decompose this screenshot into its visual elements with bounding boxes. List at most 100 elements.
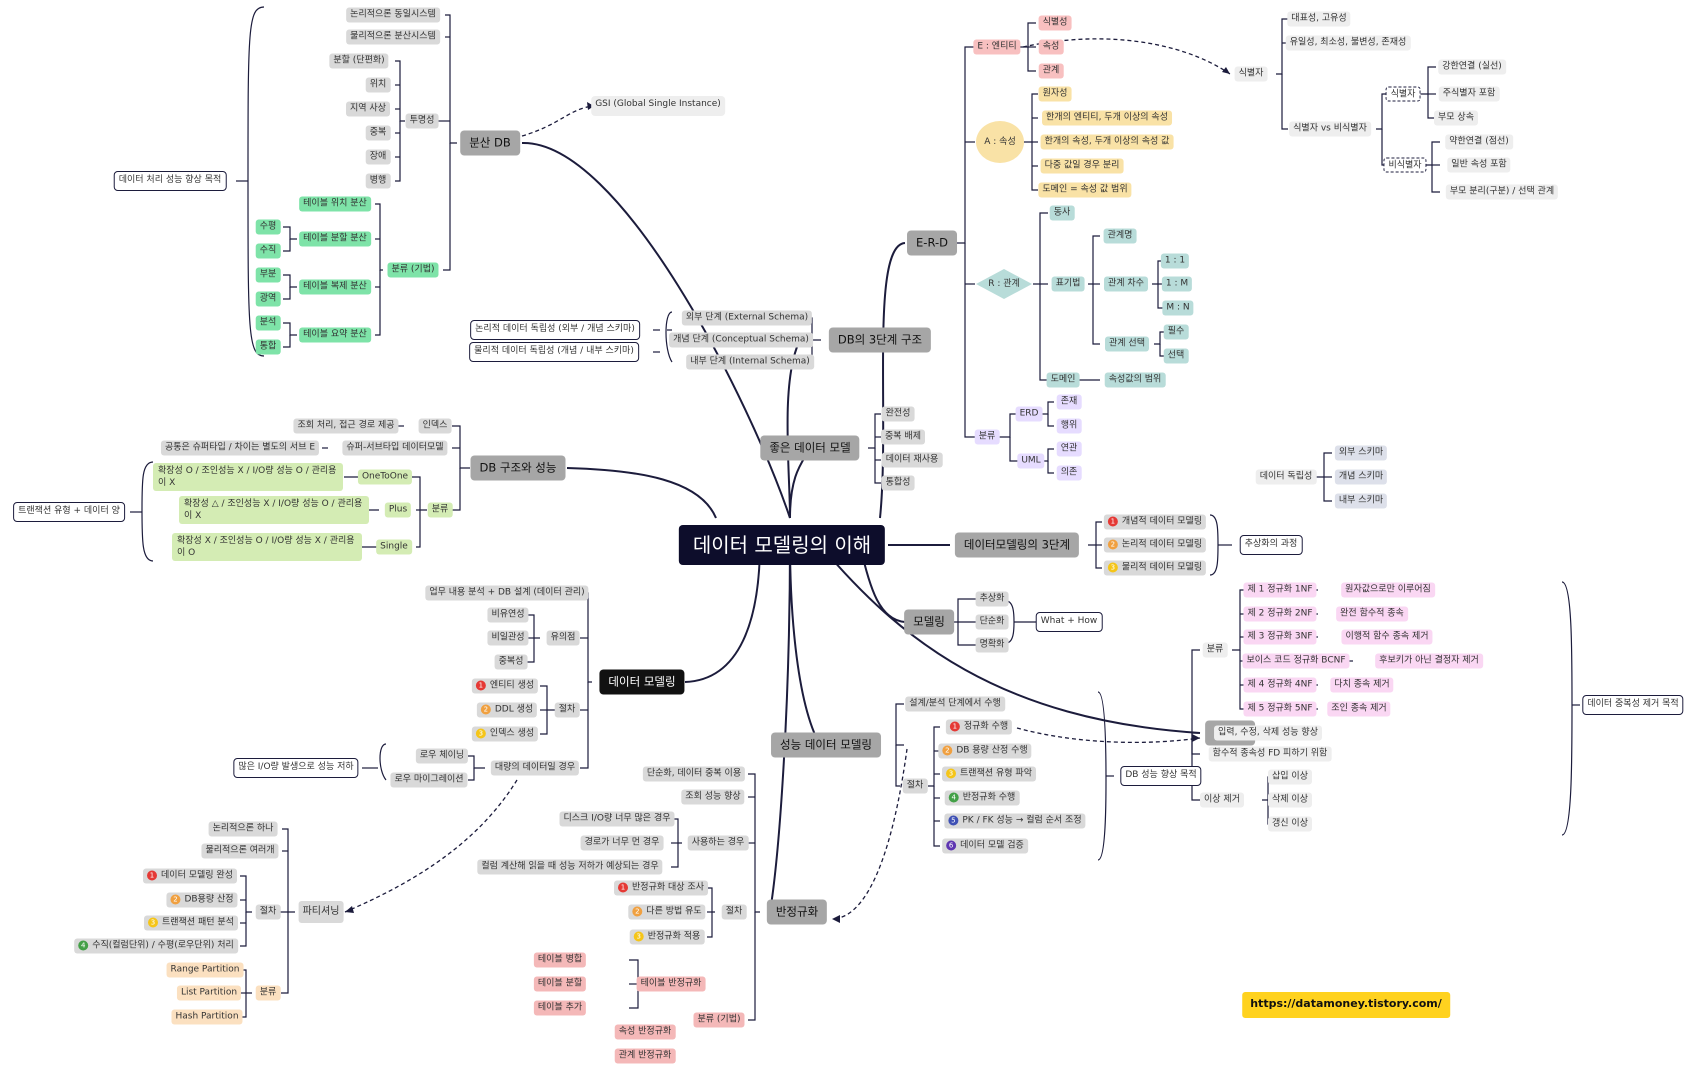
class-uml[interactable]: UML <box>1017 453 1045 469</box>
class-plus[interactable]: Plus <box>384 502 412 518</box>
partition-physical-many[interactable]: 물리적으론 여러개 <box>201 843 279 859</box>
modeling-large-data[interactable]: 대량의 데이터일 경우 <box>490 760 580 776</box>
identifying-pk-included[interactable]: 주식별자 포함 <box>1438 86 1500 102</box>
dist-physical-distributed[interactable]: 물리적으론 분산시스템 <box>346 29 440 45</box>
use-case-0[interactable]: 디스크 I/O량 너무 많은 경우 <box>559 811 675 827</box>
transparency-item-0[interactable]: 분할 (단편화) <box>329 53 389 69</box>
topic-three-modeling-stages[interactable]: 데이터모델링의 3단계 <box>954 532 1080 558</box>
entity-attribute[interactable]: 속성 <box>1038 39 1064 55</box>
denorm-table-add[interactable]: 테이블 추가 <box>533 1000 587 1016</box>
optionality-mandatory[interactable]: 필수 <box>1163 324 1189 340</box>
degree-1-m[interactable]: 1 : M <box>1161 276 1193 292</box>
abstraction-note[interactable]: 추상화의 과정 <box>1239 535 1303 555</box>
norm-5nf[interactable]: 제 5 정규화 5NF <box>1243 701 1317 717</box>
replication-broadcast[interactable]: 광역 <box>255 291 281 307</box>
what-how-note[interactable]: What + How <box>1035 612 1103 632</box>
relation-optionality[interactable]: 관계 선택 <box>1105 336 1149 352</box>
identifier-node[interactable]: 식별자 <box>1234 66 1268 82</box>
independence-internal[interactable]: 내부 스키마 <box>1334 493 1388 509</box>
erd-relation[interactable]: R : 관계 <box>976 269 1032 299</box>
central-topic[interactable]: 데이터 모델링의 이해 <box>678 525 886 565</box>
partition-procedure[interactable]: 절차 <box>255 904 281 920</box>
index-desc[interactable]: 조회 처리, 접근 경로 제공 <box>293 418 399 434</box>
dist-classification[interactable]: 분류 (기법) <box>387 262 439 278</box>
relation-domain[interactable]: 도메인 <box>1046 372 1080 388</box>
good-model-item-0[interactable]: 완전성 <box>881 406 915 422</box>
large-data-row-migration[interactable]: 로우 마이그레이션 <box>390 772 468 788</box>
dist-logical-single[interactable]: 논리적으론 동일시스템 <box>346 7 440 23</box>
large-data-row-chaining[interactable]: 로우 체이닝 <box>415 748 469 764</box>
topic-partitioning[interactable]: 파티셔닝 <box>298 901 344 923</box>
perf-purpose-note[interactable]: DB 성능 향상 목적 <box>1120 766 1202 786</box>
denorm-relation[interactable]: 관계 반정규화 <box>614 1048 676 1064</box>
uml-association[interactable]: 연관 <box>1056 441 1082 457</box>
attr-atomicity[interactable]: 원자성 <box>1038 86 1072 102</box>
class-single[interactable]: Single <box>376 539 412 555</box>
norm-classification[interactable]: 분류 <box>1202 642 1228 658</box>
class-erd[interactable]: ERD <box>1015 406 1043 422</box>
modeling-clarity[interactable]: 명확화 <box>975 637 1009 653</box>
anomaly-update[interactable]: 갱신 이상 <box>1268 816 1312 832</box>
topic-modeling[interactable]: 모델링 <box>904 609 954 635</box>
partition-classification[interactable]: 분류 <box>255 985 281 1001</box>
norm-1nf-desc[interactable]: 원자값으로만 이루어짐 <box>1341 582 1435 598</box>
norm-2nf-desc[interactable]: 완전 함수적 종속 <box>1336 606 1408 622</box>
independence-external[interactable]: 외부 스키마 <box>1334 445 1388 461</box>
norm-anomaly[interactable]: 이상 제거 <box>1200 792 1244 808</box>
partition-vertical[interactable]: 수직 <box>255 243 281 259</box>
relation-domain-desc[interactable]: 속성값의 범위 <box>1104 372 1166 388</box>
caution-item-1[interactable]: 비일관성 <box>487 630 529 646</box>
transparency-item-1[interactable]: 위치 <box>365 77 391 93</box>
conceptual-schema[interactable]: 개념 단계 (Conceptual Schema) <box>669 332 813 348</box>
erd-attribute[interactable]: A : 속성 <box>976 121 1024 163</box>
transparency-node[interactable]: 투명성 <box>405 113 439 129</box>
transparency-item-3[interactable]: 중복 <box>365 125 391 141</box>
norm-4nf[interactable]: 제 4 정규화 4NF <box>1243 677 1317 693</box>
gsi-note[interactable]: GSI (Global Single Instance) <box>591 96 725 116</box>
dist-table-location[interactable]: 테이블 위치 분산 <box>299 196 371 212</box>
denorm-table-split[interactable]: 테이블 분할 <box>533 976 587 992</box>
topic-data-modeling[interactable]: 데이터 모델링 <box>599 669 685 695</box>
structure-classification[interactable]: 분류 <box>427 502 453 518</box>
norm-avoid-fd[interactable]: 함수적 종속성 FD 피하기 위함 <box>1208 746 1332 762</box>
denorm-simplify[interactable]: 단순화, 데이터 중복 이용 <box>642 766 746 782</box>
transparency-item-5[interactable]: 병행 <box>365 173 391 189</box>
partition-range[interactable]: Range Partition <box>166 962 244 978</box>
norm-bcnf[interactable]: 보이스 코드 정규화 BCNF <box>1242 653 1350 669</box>
topic-denormalization[interactable]: 반정규화 <box>766 899 828 925</box>
perf-procedure[interactable]: 절차 <box>902 778 928 794</box>
entity-relation[interactable]: 관계 <box>1038 63 1064 79</box>
large-data-note[interactable]: 많은 I/O량 발생으로 성능 저하 <box>233 758 359 778</box>
attr-domain[interactable]: 도메인 = 속성 값 범위 <box>1038 182 1132 198</box>
identifying-strong[interactable]: 강한연결 (실선) <box>1438 59 1506 75</box>
erd-entity[interactable]: E : 엔티티 <box>973 39 1021 55</box>
internal-schema[interactable]: 내부 단계 (Internal Schema) <box>686 354 814 370</box>
class-single-desc[interactable]: 확장성 X / 조인성능 O / I/O량 성능 X / 관리용이 O <box>172 533 362 561</box>
identifier-sub[interactable]: 식별자 <box>1385 86 1421 102</box>
class-one-to-one[interactable]: OneToOne <box>357 469 413 485</box>
good-model-item-2[interactable]: 데이터 재사용 <box>881 452 943 468</box>
denorm-table-merge[interactable]: 테이블 병합 <box>533 952 587 968</box>
summary-analysis[interactable]: 분석 <box>255 315 281 331</box>
erd-behavior[interactable]: 행위 <box>1056 418 1082 434</box>
modeling-procedure[interactable]: 절차 <box>554 702 580 718</box>
use-case-1[interactable]: 경로가 너무 먼 경우 <box>580 835 664 851</box>
norm-4nf-desc[interactable]: 다치 종속 제거 <box>1330 677 1394 693</box>
physical-independence[interactable]: 물리적 데이터 독립성 (개념 / 내부 스키마) <box>469 342 639 362</box>
dist-table-summary[interactable]: 테이블 요약 분산 <box>299 327 371 343</box>
non-identifying-parent-split[interactable]: 부모 분리(구분) / 선택 관계 <box>1445 184 1559 200</box>
modeling-caution[interactable]: 유의점 <box>546 630 580 646</box>
degree-1-1[interactable]: 1 : 1 <box>1160 253 1190 269</box>
modeling-business-analysis[interactable]: 업무 내용 분석 + DB 설계 (데이터 관리) <box>425 585 589 601</box>
identifier-representative[interactable]: 대표성, 고유성 <box>1287 11 1351 27</box>
attr-one-attr-many[interactable]: 한개의 속성, 두개 이상의 속성 값 <box>1040 134 1174 150</box>
